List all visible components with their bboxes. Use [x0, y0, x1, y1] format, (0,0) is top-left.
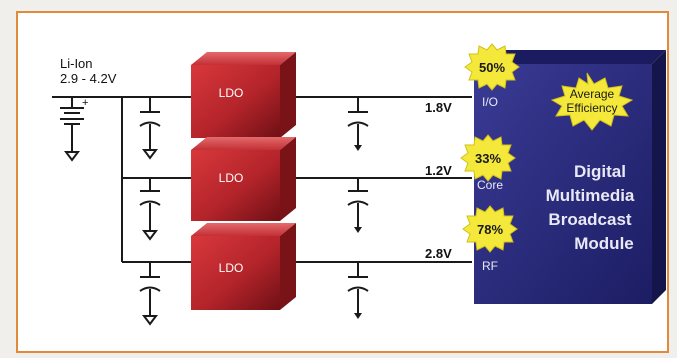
- efficiency-core: 33%: [475, 151, 501, 166]
- ground-icon: [142, 149, 158, 160]
- output-ground-arrows: [354, 145, 362, 319]
- average-efficiency-line1: Average: [570, 87, 615, 101]
- capacitor-symbols: [139, 111, 369, 292]
- module-title-line2: Multimedia: [546, 186, 635, 205]
- arrow-down-icon: [354, 313, 362, 319]
- efficiency-rf: 78%: [477, 222, 503, 237]
- module-title-line4: Module: [574, 234, 634, 253]
- ldo-label: LDO: [219, 261, 244, 275]
- average-efficiency-line2: Efficiency: [566, 101, 617, 115]
- arrow-down-icon: [354, 227, 362, 233]
- ground-icon: [142, 315, 158, 326]
- battery-label: Li-Ion: [60, 56, 93, 71]
- rail-name-rf: RF: [482, 259, 498, 273]
- battery-plus-sign: +: [82, 97, 88, 109]
- rail-voltage-rf: 2.8V: [425, 246, 452, 261]
- circuit-wires: [52, 96, 472, 316]
- rail-name-core: Core: [477, 178, 503, 192]
- ldo-block-3: LDO: [191, 223, 296, 310]
- ground-icon: [64, 151, 80, 162]
- starburst-icon: [550, 72, 634, 131]
- battery-symbol: [60, 107, 84, 125]
- efficiency-starburst-io: 50%: [464, 43, 520, 91]
- arrow-down-icon: [354, 145, 362, 151]
- rail-voltage-core: 1.2V: [425, 163, 452, 178]
- efficiency-starburst-core: 33%: [460, 134, 516, 182]
- ldo-block-1: LDO: [191, 52, 296, 138]
- efficiency-starburst-rf: 78%: [462, 205, 518, 253]
- ldo-block-2: LDO: [191, 137, 296, 221]
- ground-symbols: [64, 149, 158, 326]
- starburst-icon: [464, 43, 520, 91]
- battery-voltage-range: 2.9 - 4.2V: [60, 71, 117, 86]
- rail-name-io: I/O: [482, 95, 498, 109]
- module-title-line1: Digital: [574, 162, 626, 181]
- efficiency-io: 50%: [479, 60, 505, 75]
- ldo-label: LDO: [219, 171, 244, 185]
- ldo-label: LDO: [219, 86, 244, 100]
- ground-icon: [142, 230, 158, 241]
- average-efficiency-starburst: Average Efficiency: [550, 72, 634, 131]
- starburst-icon: [460, 134, 516, 182]
- rail-voltage-io: 1.8V: [425, 100, 452, 115]
- module-title-line3: Broadcast: [548, 210, 631, 229]
- starburst-icon: [462, 205, 518, 253]
- module-title: Digital Multimedia Broadcast Module: [546, 162, 635, 253]
